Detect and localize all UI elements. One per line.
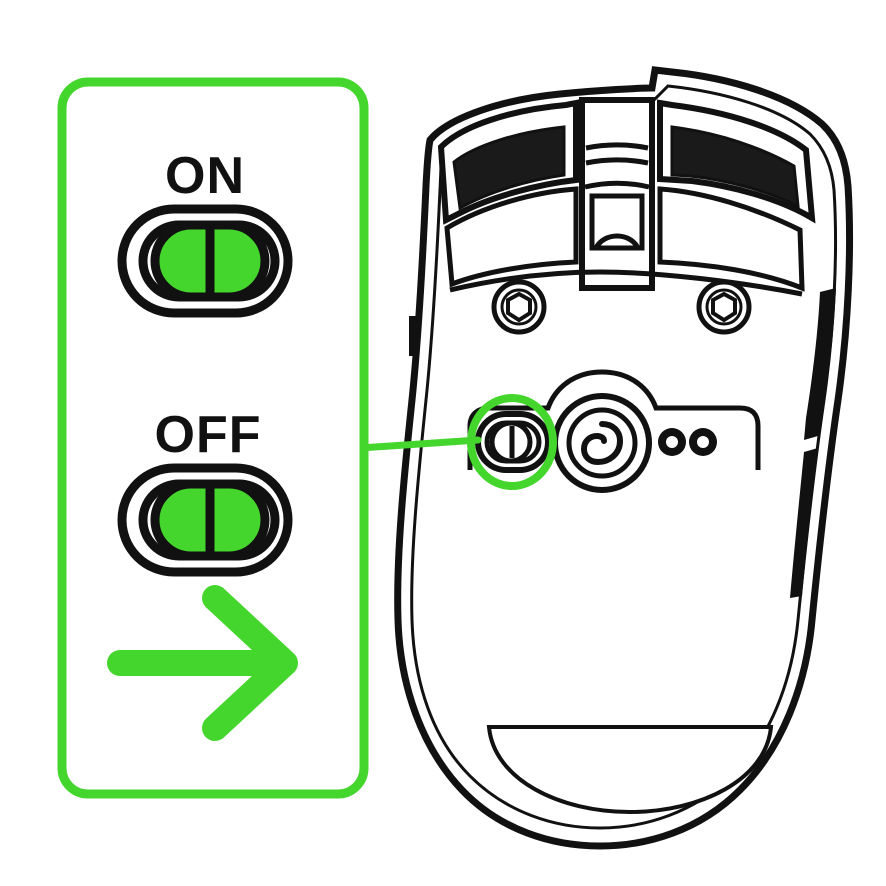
profile-led-1 <box>658 428 686 456</box>
callout-connector-line <box>356 436 482 452</box>
legend-label-off: OFF <box>155 406 262 464</box>
scroll-wheel-aperture <box>589 193 645 251</box>
legend-label-on: ON <box>165 147 245 205</box>
scroll-wheel-slot-lower <box>584 180 650 190</box>
optical-sensor <box>552 393 652 493</box>
ptfe-foot-front-left-pad <box>452 125 566 211</box>
legend-item-off: OFF <box>122 406 288 572</box>
scroll-wheel-arc <box>593 233 641 250</box>
sensor-logo-icon <box>580 421 624 466</box>
screw-left <box>491 279 547 335</box>
scroll-wheel-slot-mid <box>585 157 649 166</box>
profile-led-2 <box>689 428 717 456</box>
legend-item-on: ON <box>122 147 288 313</box>
mouse-underside <box>394 66 854 850</box>
ptfe-foot-rear <box>486 725 774 815</box>
ptfe-foot-front-right-pad <box>670 125 800 209</box>
side-grip-panel-lower <box>790 448 818 598</box>
side-grip-panel <box>804 288 836 440</box>
body-top-divider <box>449 269 803 297</box>
switch-highlight-circle <box>467 394 557 490</box>
front-left-lower-panel <box>444 186 579 288</box>
switch-graphic-off[interactable] <box>122 468 288 572</box>
switch-legend-panel: ON OFF <box>57 77 369 799</box>
front-right-lower-panel <box>657 186 805 292</box>
power-switch[interactable] <box>475 411 551 473</box>
scroll-wheel-slot-upper <box>585 142 649 151</box>
screw-right <box>696 279 752 335</box>
side-notch-left <box>409 316 418 356</box>
direction-arrow-icon <box>107 585 298 741</box>
switch-graphic-on[interactable] <box>122 209 288 313</box>
